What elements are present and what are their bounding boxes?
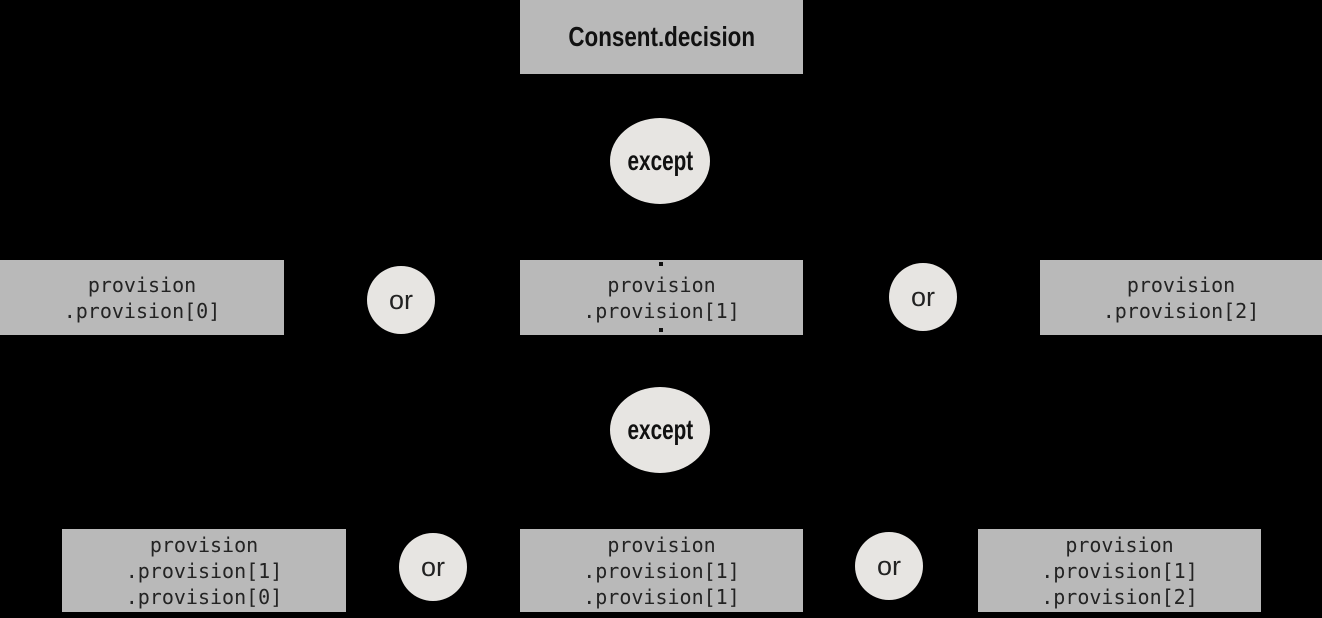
operator-or-2a: or	[399, 533, 467, 601]
operator-except-2: except	[610, 387, 710, 473]
node-provision-0-line-1: provision	[87, 272, 197, 297]
node-provision-1-0-line-3: .provision[0]	[125, 584, 283, 609]
node-consent-decision: Consent.decision	[520, 0, 803, 74]
operator-or-1a: or	[367, 266, 435, 334]
node-provision-1-line-2: .provision[1]	[583, 298, 740, 323]
operator-or-1b: or	[889, 263, 957, 331]
connector-dot-bottom	[659, 328, 663, 332]
node-provision-1-2-line-1: provision	[1065, 532, 1174, 557]
node-provision-1: provision .provision[1]	[520, 260, 803, 335]
node-provision-1-2-line-3: .provision[2]	[1041, 584, 1198, 609]
root-node-label: Consent.decision	[568, 21, 755, 52]
node-provision-0: provision .provision[0]	[0, 260, 284, 335]
node-provision-1-1-line-2: .provision[1]	[583, 558, 740, 583]
node-provision-1-0-line-2: .provision[1]	[125, 558, 283, 583]
operator-except-1: except	[610, 118, 710, 204]
operator-except-1-label: except	[627, 145, 693, 176]
node-provision-1-0-line-1: provision	[149, 532, 259, 557]
operator-or-1a-label: or	[388, 284, 413, 315]
node-provision-2: provision .provision[2]	[1040, 260, 1322, 335]
node-provision-1-1-line-1: provision	[607, 532, 716, 557]
node-provision-2-line-1: provision	[1126, 272, 1236, 297]
node-provision-2-line-2: .provision[2]	[1102, 298, 1260, 323]
node-provision-1-line-1: provision	[607, 272, 716, 297]
node-provision-1-1-line-3: .provision[1]	[583, 584, 740, 609]
operator-or-2b: or	[855, 532, 923, 600]
operator-or-1b-label: or	[910, 281, 935, 312]
connector-dot-top	[659, 262, 663, 266]
operator-or-2b-label: or	[876, 550, 901, 581]
node-provision-0-line-2: .provision[0]	[63, 298, 221, 323]
node-provision-1-0: provision .provision[1] .provision[0]	[62, 529, 346, 612]
node-provision-1-2-line-2: .provision[1]	[1041, 558, 1198, 583]
node-provision-1-1: provision .provision[1] .provision[1]	[520, 529, 803, 612]
operator-except-2-label: except	[627, 414, 693, 445]
node-provision-1-2: provision .provision[1] .provision[2]	[978, 529, 1261, 612]
operator-or-2a-label: or	[420, 551, 445, 582]
